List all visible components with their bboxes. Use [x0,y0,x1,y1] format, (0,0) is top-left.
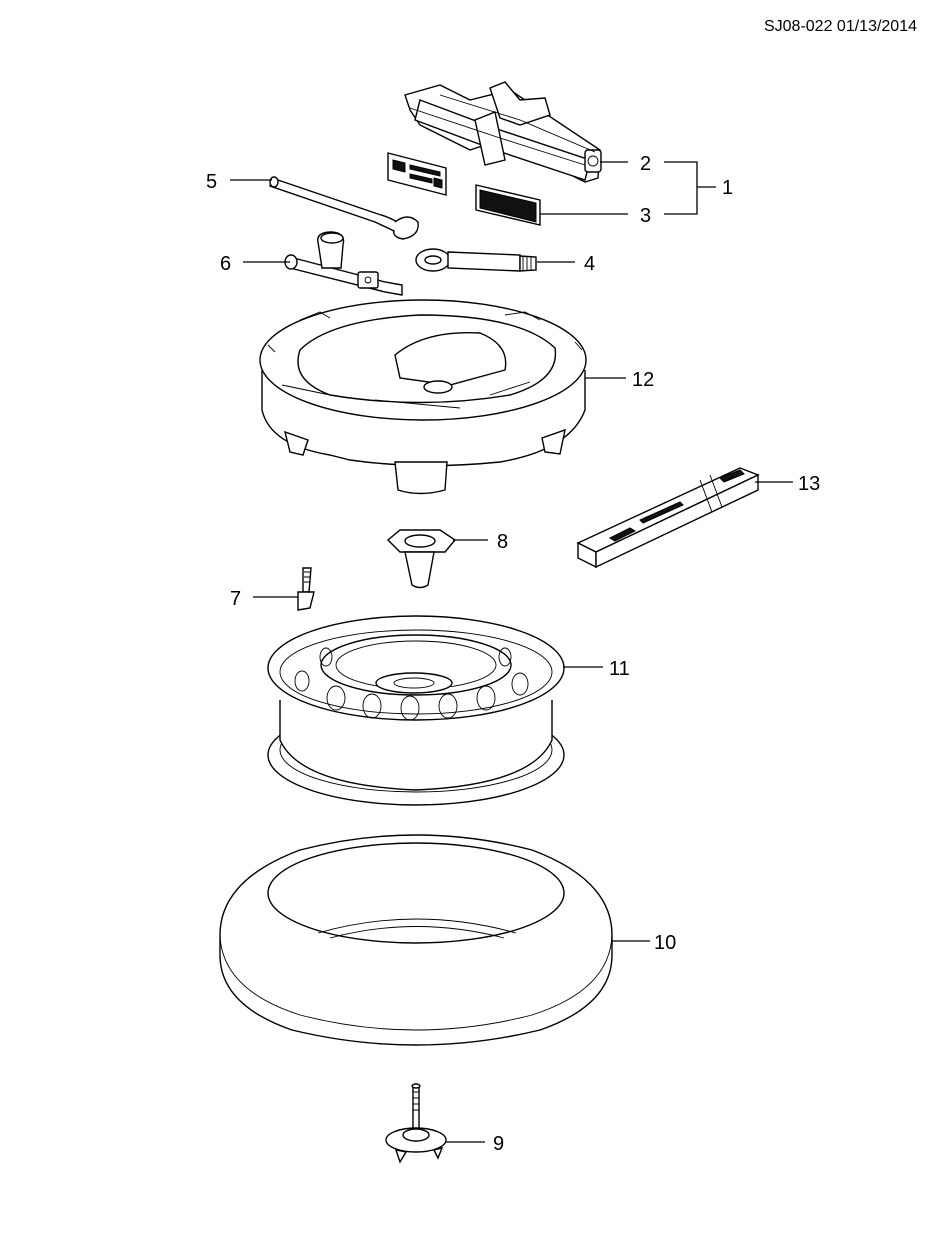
callout-12: 12 [632,369,654,391]
jack-handle-rod [269,176,419,240]
callout-11: 11 [609,658,630,680]
document-id: SJ08-022 01/13/2014 [763,18,917,35]
hold-down-nut [386,529,457,589]
callout-3: 3 [640,205,651,227]
callout-1: 1 [722,177,733,199]
tire [219,834,613,1046]
callout-10: 10 [654,932,676,954]
wheel-wrench [284,231,403,296]
valve-stem [297,567,315,611]
callout-4: 4 [584,253,595,275]
callout-6: 6 [220,253,231,275]
info-card [576,467,760,569]
hold-down-bolt [385,1083,447,1164]
wheel-rim [267,615,565,806]
callout-13: 13 [798,473,820,495]
callout-2: 2 [640,153,651,175]
towing-eye [415,248,537,272]
callout-5: 5 [206,171,217,193]
jack-illustration [404,81,602,183]
callout-8: 8 [497,531,508,553]
label-decals [387,152,541,226]
callout-labels: 1 2 3 4 5 6 7 8 9 10 11 12 13 [206,153,820,1155]
callout-7: 7 [230,588,241,610]
leader-lines [230,161,793,1143]
callout-9: 9 [493,1133,504,1155]
tool-tray [259,299,587,495]
